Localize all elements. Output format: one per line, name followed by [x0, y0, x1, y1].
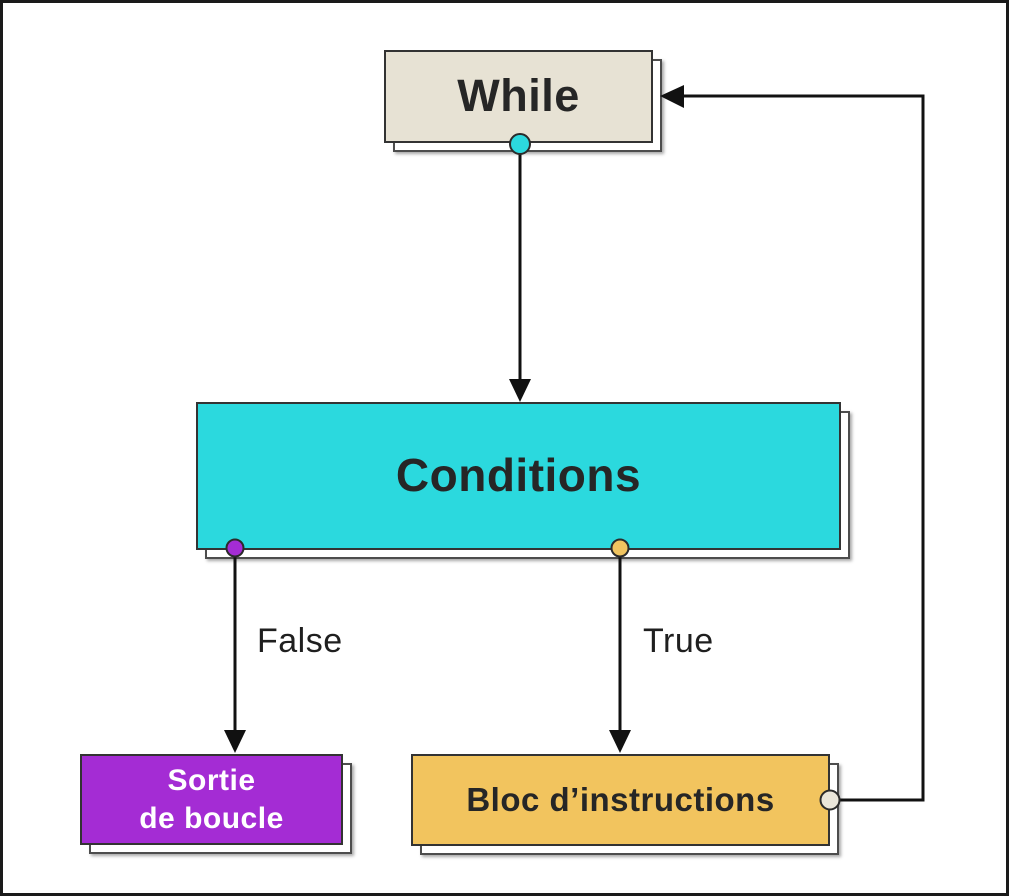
- node-instruction-block-face: Bloc d’instructions: [411, 754, 830, 846]
- edge-label-true: True: [643, 622, 714, 660]
- arrowhead-down-icon: [609, 730, 631, 753]
- node-conditions-face: Conditions: [196, 402, 841, 550]
- node-loop-exit-label: Sortie de boucle: [139, 764, 284, 835]
- edge-label-false: False: [257, 622, 343, 660]
- node-while-face: While: [384, 50, 653, 143]
- node-instruction-block: Bloc d’instructions: [411, 754, 839, 855]
- node-conditions: Conditions: [196, 402, 850, 559]
- arrowhead-left-icon: [660, 85, 684, 108]
- arrowhead-down-icon: [509, 379, 531, 402]
- node-conditions-label: Conditions: [395, 449, 642, 502]
- node-while-label: While: [457, 70, 580, 122]
- node-loop-exit: Sortie de boucle: [80, 754, 352, 854]
- node-while: While: [384, 50, 662, 152]
- node-loop-exit-face: Sortie de boucle: [80, 754, 343, 845]
- node-instruction-block-label: Bloc d’instructions: [466, 781, 775, 819]
- arrowhead-down-icon: [224, 730, 246, 753]
